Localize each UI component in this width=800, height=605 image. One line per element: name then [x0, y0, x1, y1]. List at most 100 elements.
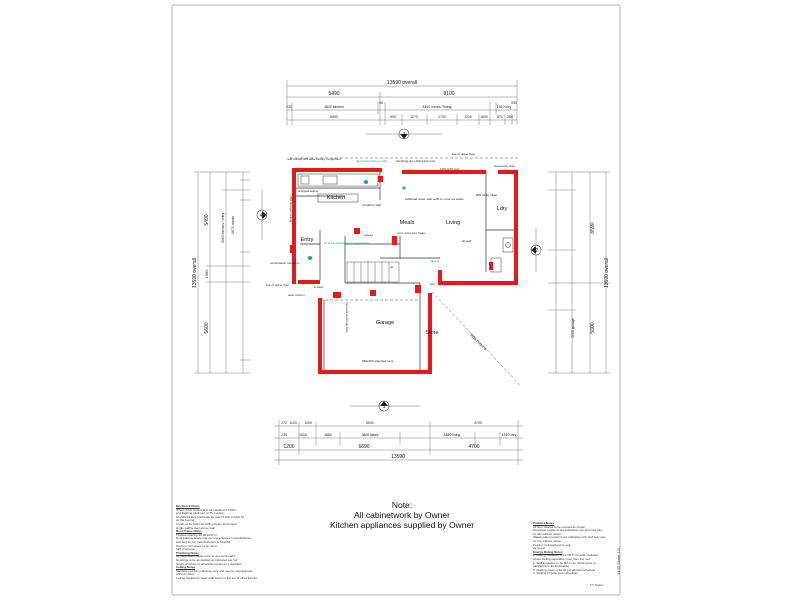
section-marker-left: 4: [256, 190, 268, 240]
dim-bot-overall: 13590: [391, 454, 405, 460]
room-ldry: Ldry: [497, 206, 508, 212]
notes-left-line: Ceiling heights for clear walk beam to t…: [176, 575, 257, 580]
room-meals: Meals: [400, 220, 415, 226]
notes-left-line: All fixed down waste to be at one point-…: [176, 554, 236, 559]
sheet-border: [171, 4, 621, 596]
notes-left-line: All 230x10 face brickwork for steel 3 wi…: [176, 514, 245, 519]
notes-right-line: garage/store as applicable): [533, 564, 570, 569]
notes-right-line: Waste outlet positions are indicative on…: [533, 535, 606, 540]
note-line-2: Kitchen appliances supplied by Owner: [329, 520, 475, 530]
ann-recess: recess: [364, 233, 373, 237]
notes-left-line: Where brick veneer is to be installed 0.…: [176, 507, 237, 512]
room-store: Store: [425, 330, 438, 336]
notes-left-line: Manhole position indicative only and may…: [176, 568, 253, 573]
section-marker-bottom: 1: [350, 400, 420, 412]
marker-4-label: 4: [260, 213, 263, 219]
dim-top-r3-7: 280: [507, 115, 513, 119]
top-dimensions: [286, 80, 518, 125]
notes-right-heading: Energy Rating Notes: [533, 549, 563, 554]
annotations: rear ducted 900 wide canopy rangehood ga…: [266, 152, 515, 363]
room-kitchen: Kitchen: [327, 195, 345, 201]
upper-floor-lines: [290, 157, 521, 386]
ann-steel-column: steel column: [288, 293, 305, 297]
dim-top-90: 90: [379, 101, 383, 105]
note-line-1: All cabinetwork by Owner: [354, 510, 450, 520]
section-marker-top: 3: [366, 128, 442, 140]
notes-left-line: without notice: [176, 572, 195, 577]
ann-stairs-ceiling: 250 dropped ceiling: [289, 196, 293, 223]
dim-left-inner: 4340 kitchen / entry: [221, 212, 225, 243]
notes-left-heading: Roof Frame Notes: [176, 529, 202, 534]
dim-left-5490: 5490: [204, 214, 210, 225]
dim-top-r3-3: 1790: [438, 115, 446, 119]
notes-left-line: height concrete or otherwise meets as 1 …: [176, 561, 242, 566]
section-marker-right: 2: [530, 228, 542, 272]
ann-conc-down: conc down turn beam: [397, 231, 426, 235]
dim-left-1090: 1090: [204, 269, 209, 279]
dim-top-r3-6: 870: [497, 115, 503, 119]
dim-left-5600: 5600: [204, 322, 210, 333]
marker-3-label: 3: [403, 132, 406, 138]
ann-meterbox: combination meterbox: [270, 261, 300, 265]
notes-right-line: Downpipe positions are indicative only a…: [533, 528, 603, 533]
dim-left-overall: 13590 overall: [192, 258, 198, 288]
dim-left-meals: 4670 meals: [231, 216, 235, 234]
stairs: [346, 261, 400, 283]
dim-bot-r2-2: 1650: [324, 433, 332, 437]
ann-steps: 3 steps: [314, 285, 324, 289]
dim-right-5600: 5600: [590, 322, 596, 333]
dim-top-r3-1: 900: [390, 115, 396, 119]
top-dimension-labels: 13590 overall 5490 8100 230 4800 kitchen…: [286, 80, 517, 119]
plumbing-points: [308, 180, 406, 260]
ann-line-upper-left: line of upper floor: [266, 283, 289, 287]
dim-right-6590: 6590: [590, 222, 596, 233]
notes-right-line: 4. Sealing of gaps (see schedule): [533, 571, 578, 576]
dim-bot-r1-4: 4700: [474, 421, 482, 425]
external-walls: [292, 168, 518, 374]
dim-bot-r2-5: 1510 ldry: [502, 433, 517, 437]
notes-right-line: as noted: [533, 546, 545, 551]
notes-left-heading: Brickwork Notes: [176, 504, 200, 508]
notes-left-line: Trusses spacing for all 1200 in: [176, 532, 217, 537]
notes-left-line: half structures: [176, 547, 195, 552]
left-dimensions: [194, 171, 250, 374]
dim-right-garage: 5600 garage: [571, 318, 575, 338]
dim-top-8440: 8440 meals / living: [423, 105, 452, 109]
dim-bot-r2-0: 230: [281, 433, 287, 437]
dim-bot-r2-3: 3800 stairs: [361, 433, 378, 437]
ann-paving: paving: [430, 259, 439, 263]
dim-top-1510: 1510 ldry: [497, 105, 512, 109]
notes-right-line: 2. Wall insulation to be R2.0 min (brick…: [533, 560, 596, 565]
marker-2-label: 2: [536, 248, 539, 254]
left-dimension-labels: 13590 overall 5490 1090 5600 4340 kitche…: [192, 212, 235, 333]
notes-right-line: 1. Ceiling insulation to be R3.5 min and…: [533, 553, 599, 558]
dim-bot-r1-2: 1000: [304, 421, 312, 425]
notes-left-line: and beg tie per manufacturers & AS1684: [176, 539, 231, 544]
ann-waste-tap: hc & cw wall waste & external tap: [324, 241, 369, 245]
notes-left-line: single widths over above wall: [176, 525, 215, 530]
dim-top-overall: 13590 overall: [387, 80, 417, 86]
room-garage: Garage: [376, 320, 394, 326]
dim-top-r3-5: 1600: [480, 115, 488, 119]
dim-top-8100: 8100: [443, 91, 454, 97]
notes-right-line: Position to install roof to suit: [533, 542, 571, 547]
dim-bot-r1-0: 270: [281, 421, 287, 425]
ann-attached-piers: 280x400 attached piers: [362, 359, 394, 363]
dim-top-r3-4: 1210: [464, 115, 472, 119]
dim-top-r3-2: 1270: [410, 115, 418, 119]
dim-top-5490: 5490: [328, 91, 339, 97]
interior-walls: [296, 170, 515, 373]
dim-top-4800: 4800 kitchen: [324, 105, 344, 109]
ann-bulkhead: bulkhead under slab soffit to cover ws w…: [405, 197, 464, 201]
dim-bot-r1-3: 6690: [366, 421, 374, 425]
dim-bot-r2-4: 4840 living: [444, 433, 461, 437]
dim-bot-r2-1: 1000: [299, 433, 307, 437]
ann-rear-ducted: rear ducted 900 wide canopy rangehood: [287, 157, 341, 161]
title-block: TC Drawn: [590, 583, 604, 587]
ann-cavity-slider: 820 cavity slider: [476, 193, 498, 197]
notes-left-line: Ducts in roof space to be used: [176, 543, 217, 548]
